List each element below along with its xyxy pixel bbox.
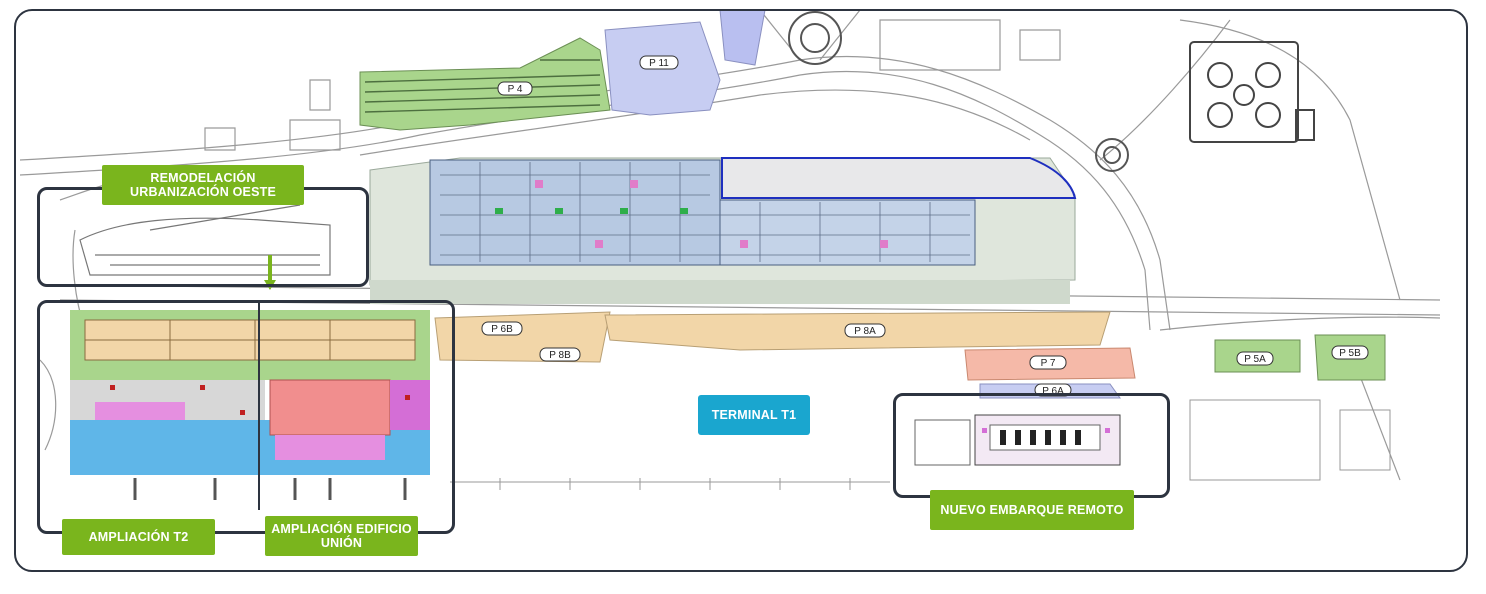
parking-label-p6a: P 6A bbox=[1042, 386, 1064, 397]
parking-label-p4: P 4 bbox=[508, 84, 523, 95]
parking-p8a: P 8A bbox=[604, 311, 1111, 351]
parking-label-p5b: P 5B bbox=[1339, 348, 1361, 359]
map-frame bbox=[14, 9, 1468, 572]
parking-p5a: P 5A bbox=[1214, 339, 1301, 373]
t2-expansion-building bbox=[70, 310, 430, 500]
zone-nuevo-embarque bbox=[893, 393, 1170, 498]
parking-label-p8b: P 8B bbox=[549, 350, 571, 361]
tank-facility bbox=[1189, 41, 1315, 143]
parking-p4: P 4 bbox=[359, 37, 611, 131]
west-urbanization-drawing bbox=[79, 204, 331, 276]
callout-ampliacion-t2: AMPLIACIÓN T2 bbox=[62, 519, 215, 555]
parking-label-p5a: P 5A bbox=[1244, 354, 1266, 365]
roundabout-icon bbox=[788, 11, 1129, 172]
callout-ampliacion-edificio-union: AMPLIACIÓN EDIFICIO UNIÓN bbox=[265, 516, 418, 556]
parking-p11: P 11 bbox=[604, 9, 766, 116]
tree-strip bbox=[370, 280, 1070, 304]
parking-p5b: P 5B bbox=[1314, 334, 1386, 381]
callout-terminal-t1: TERMINAL T1 bbox=[698, 395, 810, 435]
parking-label-p8a: P 8A bbox=[854, 326, 876, 337]
terminal-t1-building bbox=[369, 157, 1077, 286]
zone-divider bbox=[258, 300, 260, 510]
parking-label-p7: P 7 bbox=[1041, 358, 1056, 369]
parking-label-p6b: P 6B bbox=[491, 324, 513, 335]
callout-remodelacion-oeste: REMODELACIÓN URBANIZACIÓN OESTE bbox=[102, 165, 304, 205]
remote-boarding-building bbox=[914, 414, 1121, 466]
apron-stands bbox=[450, 399, 1391, 490]
green-arrow-icon bbox=[264, 255, 276, 290]
parking-p6b-p8b: P 6B P 8B bbox=[434, 311, 611, 363]
parking-p7: P 7 bbox=[964, 347, 1136, 381]
parking-label-p11: P 11 bbox=[649, 58, 669, 69]
zone-ampliacion-t2 bbox=[37, 300, 455, 534]
callout-nuevo-embarque-remoto: NUEVO EMBARQUE REMOTO bbox=[930, 490, 1134, 530]
